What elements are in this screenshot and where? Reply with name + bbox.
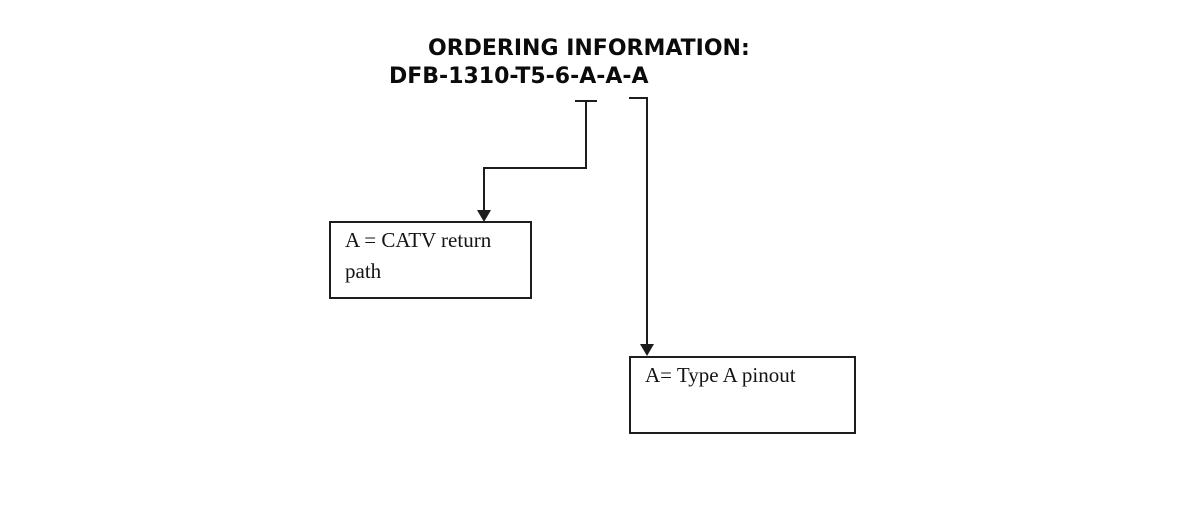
diagram-title: ORDERING INFORMATION: bbox=[428, 36, 750, 61]
connector-2-vertical bbox=[646, 97, 648, 346]
callout-label: A= Type A pinout bbox=[645, 363, 796, 387]
connector-1-horizontal bbox=[483, 167, 587, 169]
part-number: DFB-1310-T5-6-A-A-A bbox=[389, 64, 649, 89]
arrow-down-icon bbox=[640, 344, 654, 356]
connector-1-vertical-upper bbox=[585, 100, 587, 169]
connector-2-horizontal bbox=[629, 97, 648, 99]
connector-1-vertical-lower bbox=[483, 167, 485, 212]
callout-box-type-a-pinout: A= Type A pinout bbox=[629, 356, 856, 434]
arrow-down-icon bbox=[477, 210, 491, 222]
callout-label: A = CATV return path bbox=[345, 228, 492, 283]
callout-box-catv-return-path: A = CATV return path bbox=[329, 221, 532, 299]
